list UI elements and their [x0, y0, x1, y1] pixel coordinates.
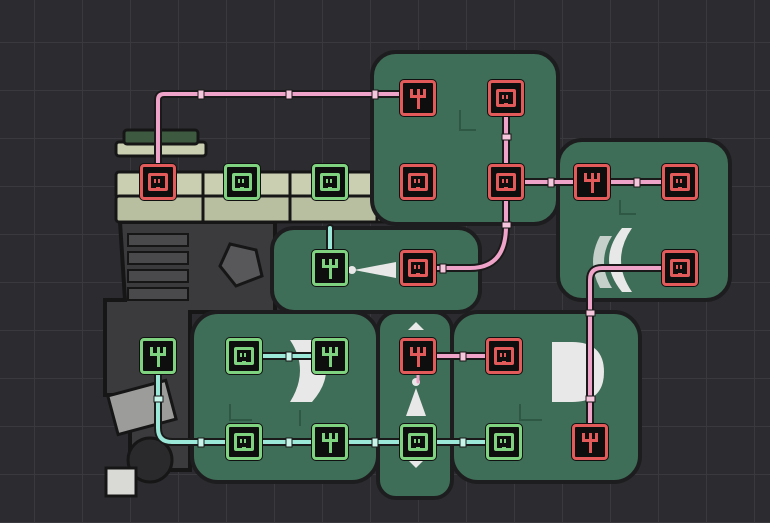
buffer-triangle-icon — [406, 388, 426, 416]
ethernet-socket-icon — [408, 173, 428, 191]
signal-wires — [154, 90, 684, 448]
ethernet-socket-icon — [232, 173, 252, 191]
or-socket-top[interactable] — [226, 338, 262, 374]
ethernet-socket-icon — [670, 173, 690, 191]
fork-splitter-icon — [580, 431, 600, 453]
ethernet-socket-icon — [234, 347, 254, 365]
wire-connectors — [197, 89, 641, 403]
fork-splitter-icon — [320, 345, 340, 367]
and-socket-bottom[interactable] — [486, 424, 522, 460]
mid-splitter-top[interactable] — [400, 338, 436, 374]
left-splitter[interactable] — [140, 338, 176, 374]
fork-splitter-icon — [408, 345, 428, 367]
ethernet-socket-icon — [408, 433, 428, 451]
mid-socket-bottom[interactable] — [400, 424, 436, 460]
ethernet-socket-icon — [234, 433, 254, 451]
and-gate-icon — [552, 342, 604, 402]
buffer-socket[interactable] — [400, 250, 436, 286]
ribbon-connectors — [153, 351, 467, 448]
ethernet-socket-icon — [148, 173, 168, 191]
upper-socket-lower[interactable] — [488, 164, 524, 200]
ethernet-socket-icon — [494, 347, 514, 365]
or-splitter-top[interactable] — [312, 338, 348, 374]
upper-splitter[interactable] — [400, 80, 436, 116]
top-mid2-socket[interactable] — [312, 164, 348, 200]
and-splitter-out[interactable] — [572, 424, 608, 460]
ethernet-socket-icon — [496, 173, 516, 191]
fork-splitter-icon — [320, 257, 340, 279]
or-socket-bottom[interactable] — [226, 424, 262, 460]
and-socket-top[interactable] — [486, 338, 522, 374]
ethernet-socket-icon — [670, 259, 690, 277]
fork-splitter-icon — [408, 87, 428, 109]
board-traces — [229, 110, 636, 426]
filter-arrow-icon — [609, 228, 632, 292]
or-splitter-bottom[interactable] — [312, 424, 348, 460]
right-socket-bottom[interactable] — [662, 250, 698, 286]
ethernet-socket-icon — [320, 173, 340, 191]
fork-splitter-icon — [320, 431, 340, 453]
ethernet-socket-icon — [408, 259, 428, 277]
buffer-triangle-icon — [354, 262, 396, 278]
top-left-socket[interactable] — [140, 164, 176, 200]
fork-splitter-icon — [148, 345, 168, 367]
right-splitter[interactable] — [574, 164, 610, 200]
ethernet-socket-icon — [496, 89, 516, 107]
top-right-socket[interactable] — [400, 164, 436, 200]
upper-socket-right[interactable] — [488, 80, 524, 116]
ethernet-socket-icon — [494, 433, 514, 451]
buffer-splitter[interactable] — [312, 250, 348, 286]
top-mid1-socket[interactable] — [224, 164, 260, 200]
fork-splitter-icon — [582, 171, 602, 193]
right-socket-top[interactable] — [662, 164, 698, 200]
